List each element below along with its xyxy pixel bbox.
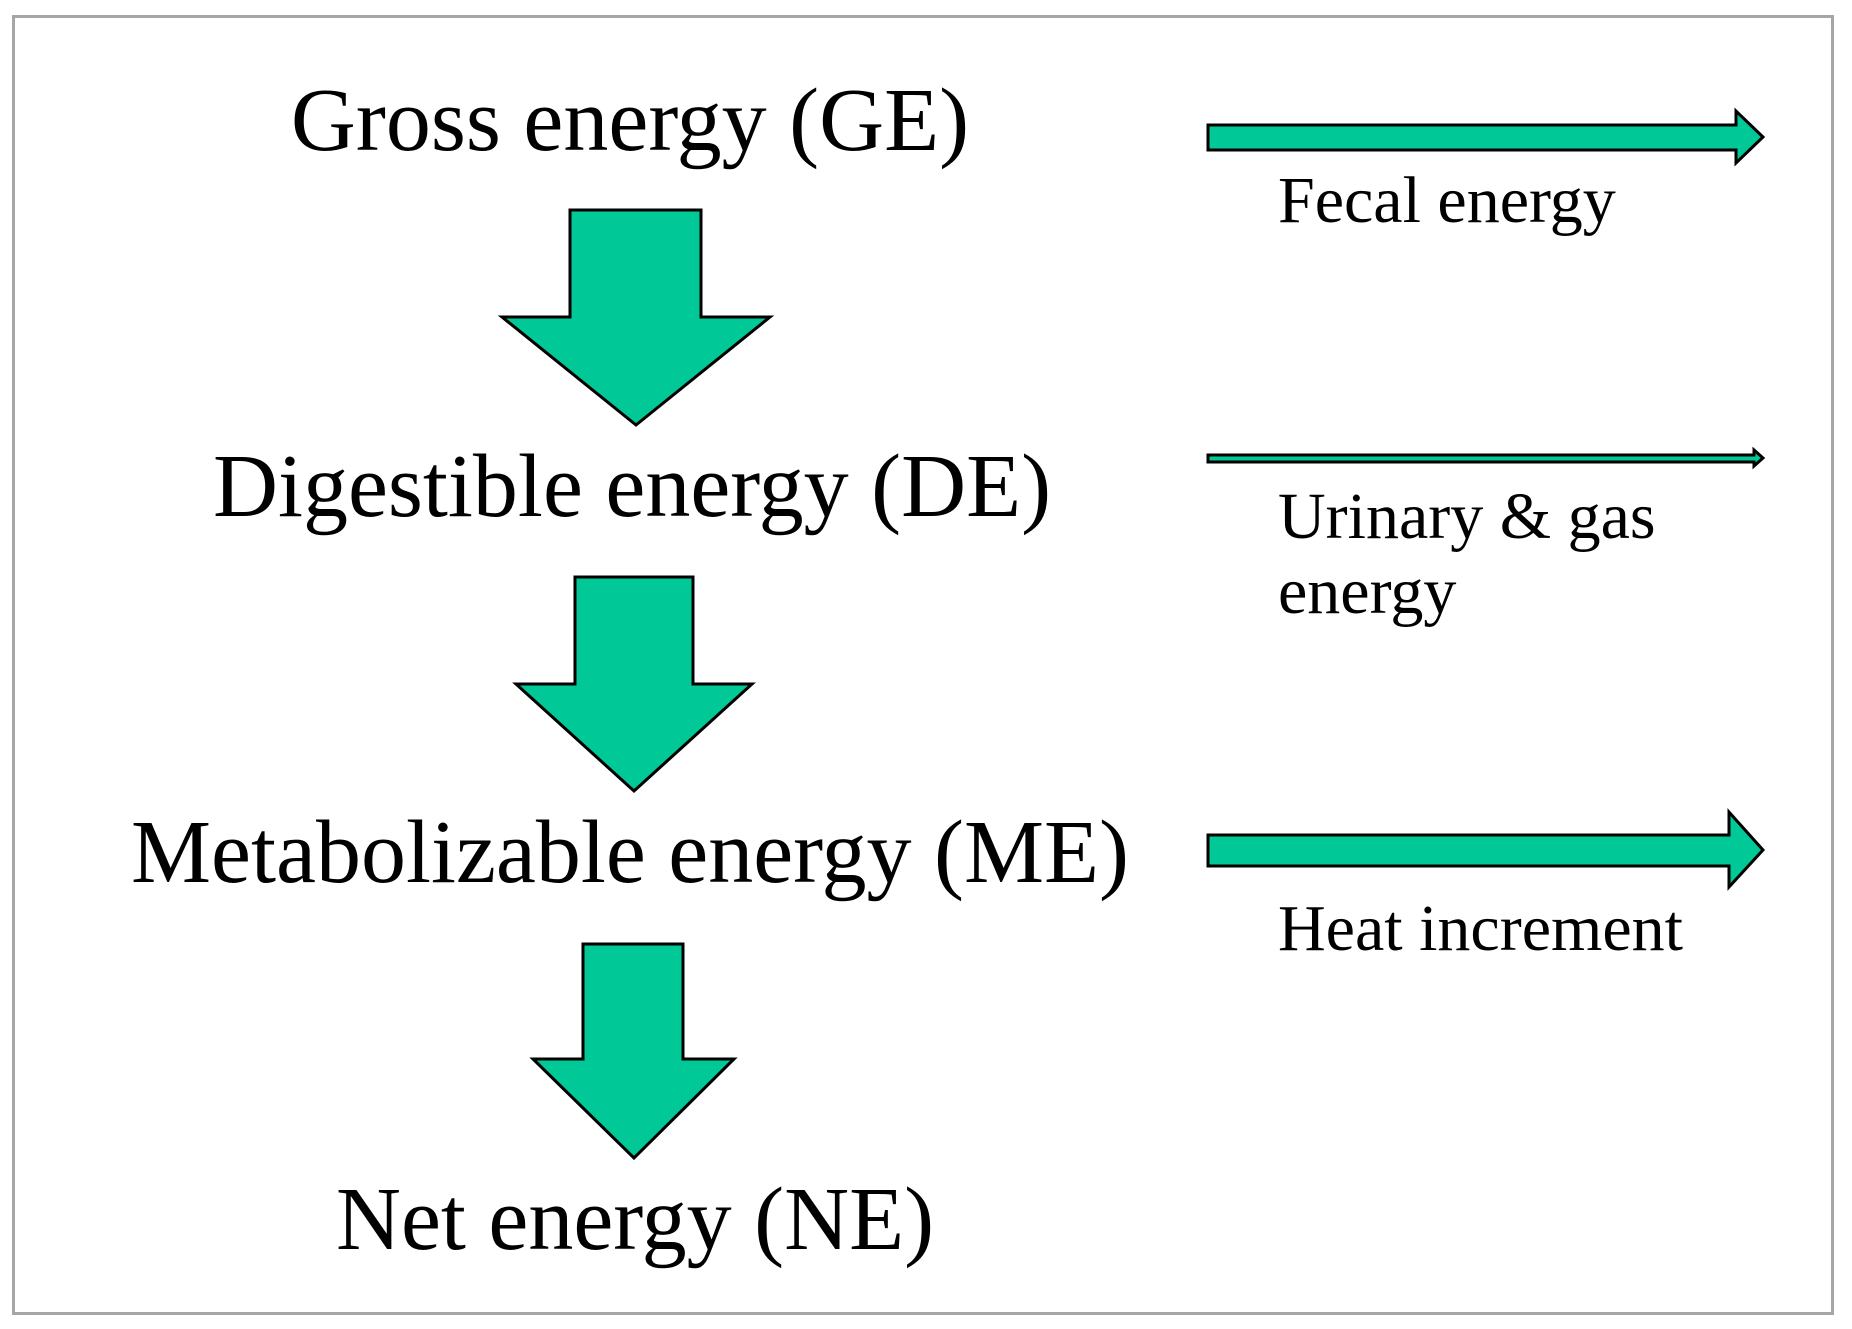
loss-fecal-energy: Fecal energy xyxy=(1278,164,1616,237)
down-arrow-icon xyxy=(497,208,775,427)
down-arrow-icon xyxy=(512,575,756,794)
right-arrow-icon xyxy=(1206,107,1766,167)
right-arrow-icon xyxy=(1206,808,1766,891)
stage-metabolizable-energy: Metabolizable energy (ME) xyxy=(131,803,1129,902)
diagram-frame xyxy=(12,15,1834,1315)
stage-gross-energy: Gross energy (GE) xyxy=(290,71,970,170)
down-arrow-icon xyxy=(529,942,738,1161)
loss-heat-increment: Heat increment xyxy=(1278,892,1683,965)
loss-urinary-gas-energy: Urinary & gas energy xyxy=(1278,480,1656,628)
stage-net-energy: Net energy (NE) xyxy=(335,1170,935,1269)
right-arrow-icon xyxy=(1206,446,1766,470)
stage-digestible-energy: Digestible energy (DE) xyxy=(212,437,1052,536)
